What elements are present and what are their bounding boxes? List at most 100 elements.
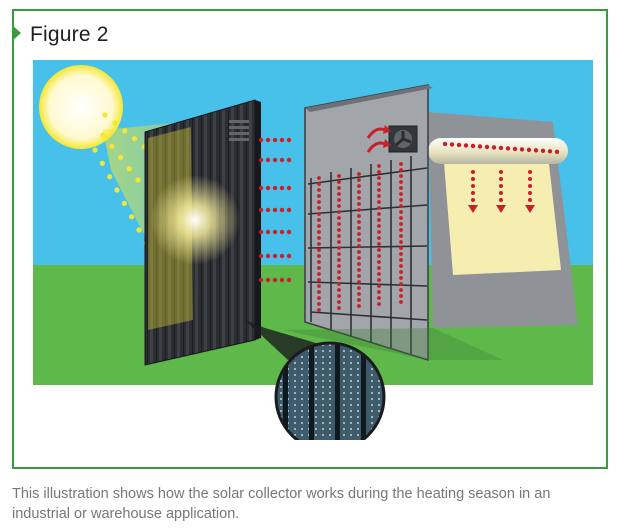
air-dot (471, 184, 475, 188)
air-dot (337, 204, 341, 208)
air-dot (317, 248, 321, 252)
air-dot (317, 254, 321, 258)
air-dot (377, 188, 381, 192)
air-dot (357, 172, 361, 176)
air-dot (377, 200, 381, 204)
building-front-wall (304, 84, 429, 362)
air-dot (272, 207, 278, 213)
collector-glow (150, 175, 240, 265)
air-dot (265, 277, 271, 283)
ray-dot (109, 143, 115, 149)
air-dot (317, 284, 321, 288)
down-arrow-icon (496, 205, 506, 213)
air-dot (279, 207, 285, 213)
air-dot (357, 238, 361, 242)
air-dot (399, 258, 403, 262)
air-dot (528, 198, 532, 202)
air-dot (317, 308, 321, 312)
air-dot (463, 143, 469, 148)
air-dot (337, 258, 341, 262)
air-dot (377, 176, 381, 180)
air-dot (399, 252, 403, 256)
air-dot (317, 206, 321, 210)
solar-collector-illustration (33, 60, 593, 440)
air-dot (399, 276, 403, 280)
air-dot (337, 246, 341, 250)
air-dot (357, 262, 361, 266)
air-dot (399, 270, 403, 274)
air-dot (357, 274, 361, 278)
air-dot (317, 230, 321, 234)
air-dot (317, 260, 321, 264)
air-dot (286, 253, 292, 259)
air-dot (317, 272, 321, 276)
air-dot (279, 137, 285, 143)
air-dot (399, 180, 403, 184)
ray-dot (100, 132, 106, 138)
air-dot (337, 276, 341, 280)
ray-dot (136, 227, 142, 233)
air-dot (272, 185, 278, 191)
air-dot (399, 210, 403, 214)
air-dot (272, 157, 278, 163)
air-dot (317, 266, 321, 270)
air-dot (317, 182, 321, 186)
air-dot (399, 192, 403, 196)
air-dot (272, 229, 278, 235)
building-roof-edge (305, 85, 433, 112)
air-dot (377, 182, 381, 186)
ray-dot (121, 200, 127, 206)
air-dot (258, 277, 264, 283)
air-dot (499, 184, 503, 188)
air-dot (286, 207, 292, 213)
air-dot (499, 191, 503, 195)
air-dot (377, 260, 381, 264)
air-dot (317, 218, 321, 222)
fan-icon (388, 125, 418, 153)
air-dot (337, 228, 341, 232)
air-dot (399, 240, 403, 244)
duct-air-dots (442, 141, 560, 155)
air-dot (399, 198, 403, 202)
ray-dot (131, 136, 138, 142)
ray-dot (126, 166, 132, 172)
air-dot (399, 186, 403, 190)
air-dot (377, 236, 381, 240)
air-dot (357, 202, 361, 206)
air-dot (337, 270, 341, 274)
air-dot (377, 224, 381, 228)
air-dot (377, 218, 381, 222)
air-dot (337, 282, 341, 286)
air-dot (377, 230, 381, 234)
wall-grid (307, 156, 428, 354)
air-dot (286, 185, 292, 191)
air-dot (258, 185, 264, 191)
air-dot (357, 298, 361, 302)
air-dot (377, 242, 381, 246)
air-dot (337, 252, 341, 256)
air-dot (357, 232, 361, 236)
ray-dot (129, 214, 135, 220)
air-dot (399, 168, 403, 172)
air-dot (317, 236, 321, 240)
air-dot (337, 186, 341, 190)
air-dot (337, 264, 341, 268)
air-dot (286, 277, 292, 283)
air-dot (337, 288, 341, 292)
air-dot (286, 137, 292, 143)
air-dot (258, 253, 264, 259)
air-dot (317, 290, 321, 294)
air-dot (357, 250, 361, 254)
ground-shadow (283, 328, 503, 360)
air-dot (317, 176, 321, 180)
air-dot (317, 194, 321, 198)
ray-dot (112, 120, 118, 126)
air-dot (471, 191, 475, 195)
air-dot (470, 143, 476, 149)
incoming-air-dots (258, 137, 292, 283)
supply-air-arrows (468, 170, 535, 213)
air-dot (357, 268, 361, 272)
air-dot (279, 229, 285, 235)
air-dot (377, 278, 381, 282)
air-dot (399, 246, 403, 250)
